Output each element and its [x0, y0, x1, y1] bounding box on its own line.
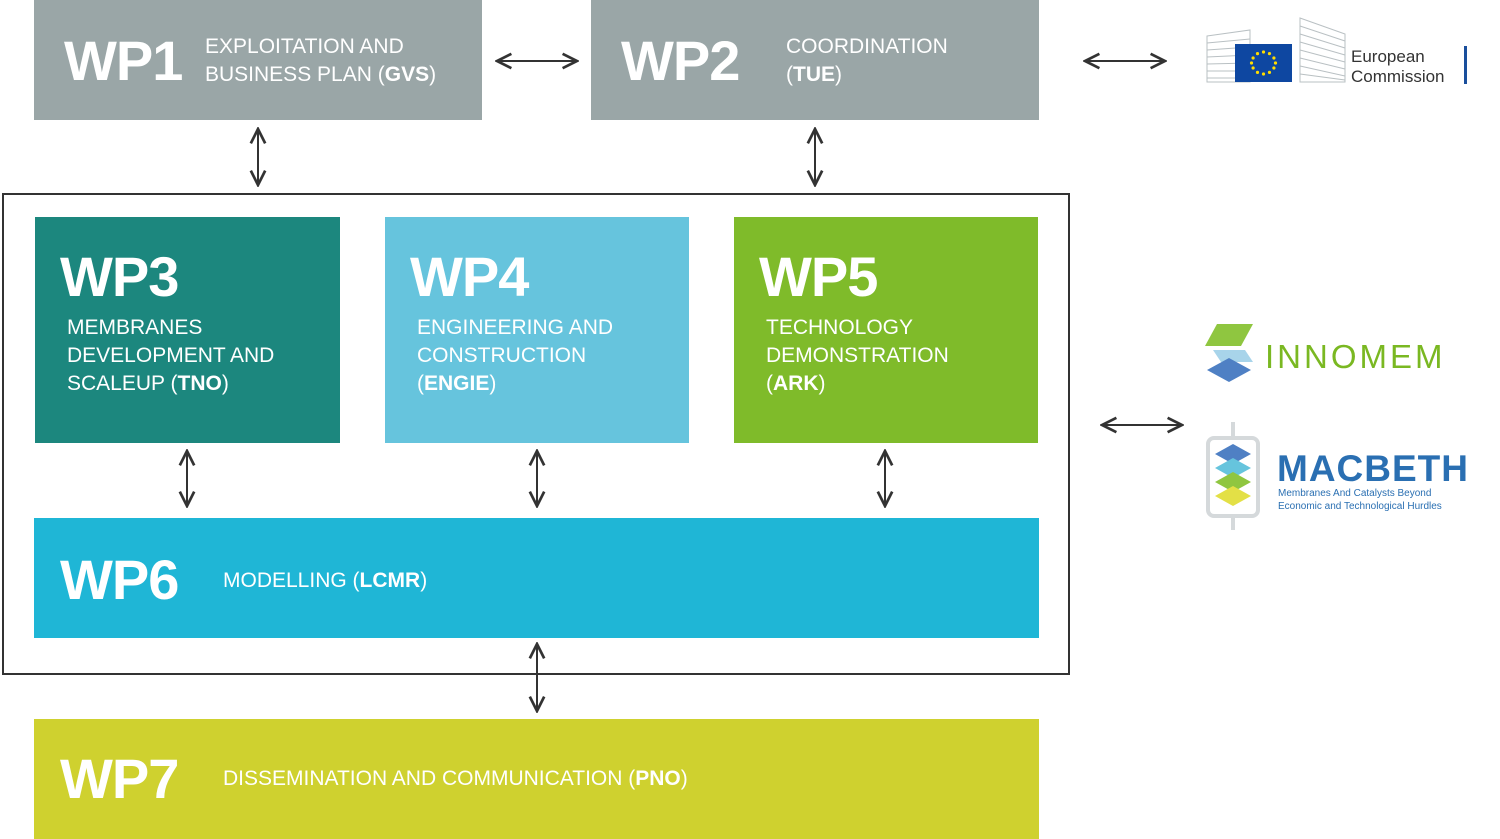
- wp7-box: WP7 DISSEMINATION AND COMMUNICATION (PNO…: [34, 719, 1039, 839]
- european-commission-logo: European Commission: [1205, 16, 1470, 86]
- wp4-code: WP4: [410, 245, 529, 308]
- wp1-code: WP1: [64, 29, 183, 92]
- wp3-partner: TNO: [177, 372, 222, 395]
- wp1-description: EXPLOITATION AND BUSINESS PLAN (GVS): [205, 35, 437, 86]
- wp1-box: WP1 EXPLOITATION AND BUSINESS PLAN (GVS): [34, 0, 482, 120]
- wp7-description: DISSEMINATION AND COMMUNICATION (PNO): [223, 767, 688, 790]
- wp3-description: MEMBRANES DEVELOPMENT AND SCALEUP (TNO): [67, 316, 275, 395]
- wp7-code: WP7: [60, 747, 179, 810]
- ec-name: European Commission: [1351, 47, 1445, 86]
- wp2-partner: TUE: [793, 63, 835, 86]
- macbeth-logo: MACBETH Membranes And Catalysts Beyond E…: [1205, 420, 1475, 535]
- innomem-name: INNOMEM: [1265, 338, 1446, 375]
- wp1-partner: GVS: [384, 63, 430, 86]
- wp6-box: WP6 MODELLING (LCMR): [34, 518, 1039, 638]
- wp2-description: COORDINATION (TUE): [786, 35, 948, 86]
- macbeth-tagline: Membranes And Catalysts Beyond Economic …: [1278, 488, 1442, 512]
- wp4-partner: ENGIE: [424, 372, 490, 395]
- ec-building-icon: [1206, 17, 1346, 83]
- wp3-box: WP3 MEMBRANES DEVELOPMENT AND SCALEUP (T…: [35, 217, 340, 443]
- innomem-layers-icon: [1205, 324, 1253, 382]
- wp2-code: WP2: [621, 29, 740, 92]
- wp5-code: WP5: [759, 245, 878, 308]
- wp6-code: WP6: [60, 548, 179, 611]
- wp4-box: WP4 ENGINEERING AND CONSTRUCTION (ENGIE): [385, 217, 689, 443]
- core-work-packages-frame: [2, 193, 1070, 675]
- wp5-partner: ARK: [773, 372, 819, 395]
- wp5-description: TECHNOLOGY DEMONSTRATION (ARK): [766, 316, 949, 395]
- eu-flag-icon: [1235, 44, 1292, 82]
- wp3-code: WP3: [60, 245, 179, 308]
- wp6-description: MODELLING (LCMR): [223, 569, 428, 592]
- wp4-description: ENGINEERING AND CONSTRUCTION (ENGIE): [417, 316, 614, 395]
- wp6-partner: LCMR: [359, 569, 421, 592]
- macbeth-name: MACBETH: [1277, 448, 1469, 489]
- wp2-box: WP2 COORDINATION (TUE): [591, 0, 1039, 120]
- macbeth-reactor-icon: [1206, 422, 1260, 530]
- wp5-box: WP5 TECHNOLOGY DEMONSTRATION (ARK): [734, 217, 1038, 443]
- ec-divider: [1464, 46, 1467, 84]
- wp7-partner: PNO: [635, 767, 681, 790]
- innomem-logo: INNOMEM: [1205, 320, 1470, 395]
